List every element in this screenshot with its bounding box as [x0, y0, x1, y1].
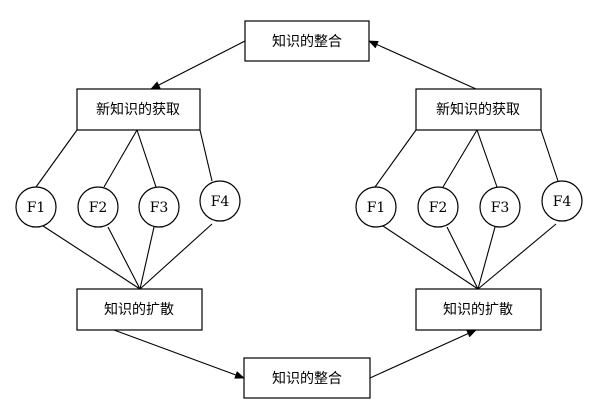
top-integration-label: 知识的整合: [272, 33, 342, 50]
cycle-arrows: [113, 40, 477, 379]
right-acquire-to-f3-line: [476, 129, 498, 188]
left-node-f3: F3: [138, 186, 180, 228]
left-acquire-to-f2-line: [103, 129, 138, 188]
right-acquire-box: 新知识的获取: [415, 88, 542, 131]
bottom-integration-box: 知识的整合: [243, 357, 371, 399]
left-node-f1: F1: [15, 186, 57, 228]
top-integration-box: 知识的整合: [244, 20, 370, 62]
right-f3-to-diffuse-line: [477, 226, 496, 290]
right-node-f1: F1: [355, 186, 397, 228]
left-f4-to-diffuse-line: [139, 223, 213, 290]
right-acquire-label: 新知识的获取: [436, 101, 520, 118]
right-acquire-to-f4-line: [540, 129, 559, 182]
right-f2-to-diffuse-line: [446, 226, 479, 290]
right-diffuse-label: 知识的扩散: [443, 301, 513, 318]
left-acquire-to-f4-line: [199, 129, 213, 182]
svg-text:F3: F3: [150, 200, 169, 216]
right-node-f3: F3: [479, 186, 521, 228]
left-f2-to-diffuse-line: [107, 226, 141, 290]
left-diffuse-box: 知识的扩散: [76, 288, 203, 331]
arrow-left-diffuse-to-bottom: [113, 329, 245, 379]
left-group-lines: [35, 129, 213, 290]
right-node-f4: F4: [541, 180, 583, 222]
svg-text:F2: F2: [89, 200, 108, 216]
left-node-f2: F2: [77, 186, 119, 228]
left-acquire-label: 新知识的获取: [96, 101, 180, 118]
svg-text:F3: F3: [491, 200, 510, 216]
right-f1-to-diffuse-line: [379, 223, 479, 290]
bottom-integration-label: 知识的整合: [272, 370, 342, 387]
arrow-right-acquire-to-top: [368, 40, 477, 90]
right-acquire-to-f2-line: [442, 129, 478, 188]
left-node-f4: F4: [199, 180, 241, 222]
left-f3-to-diffuse-line: [139, 226, 155, 290]
right-acquire-to-f1-line: [374, 129, 417, 188]
left-acquire-to-f3-line: [136, 129, 157, 188]
arrow-top-to-left-acquire: [150, 40, 246, 90]
left-diffuse-label: 知识的扩散: [104, 301, 174, 318]
right-f4-to-diffuse-line: [477, 223, 557, 290]
svg-text:F1: F1: [27, 200, 46, 216]
svg-text:F1: F1: [367, 200, 386, 216]
left-acquire-box: 新知识的获取: [76, 88, 201, 131]
left-f1-to-diffuse-line: [39, 223, 141, 290]
right-node-f2: F2: [417, 186, 459, 228]
svg-text:F2: F2: [429, 200, 448, 216]
right-diffuse-box: 知识的扩散: [415, 288, 542, 331]
svg-text:F4: F4: [553, 194, 572, 210]
left-acquire-to-f1-line: [35, 129, 78, 188]
svg-text:F4: F4: [211, 194, 230, 210]
arrow-bottom-to-right-diffuse: [369, 329, 477, 379]
right-group-lines: [374, 129, 559, 290]
